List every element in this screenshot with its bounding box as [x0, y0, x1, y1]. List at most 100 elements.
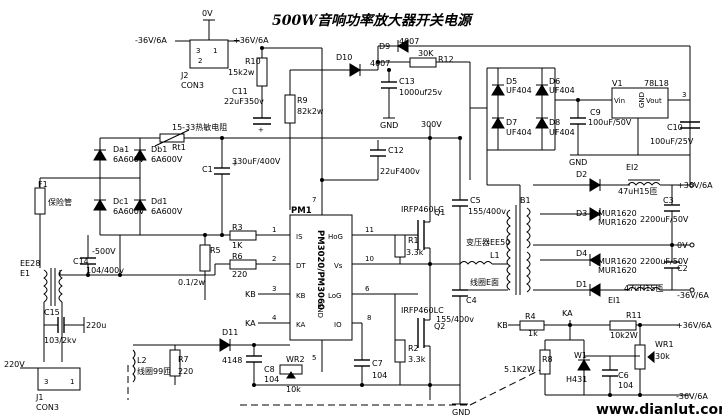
svg-text:22uF400v: 22uF400v — [380, 167, 420, 176]
svg-text:变压器EE50: 变压器EE50 — [466, 237, 510, 247]
capacitor-c15: C15 103/2kv — [44, 308, 84, 345]
svg-text:2: 2 — [198, 57, 202, 65]
capacitor-c3: C3 2200uF/50V — [640, 185, 689, 245]
diode-d9: D9 4007 — [378, 37, 690, 53]
capacitor-c11: + C11 22uF350v — [224, 87, 271, 134]
svg-text:C3: C3 — [663, 196, 674, 205]
svg-text:3: 3 — [44, 378, 48, 386]
svg-text:220: 220 — [178, 367, 193, 376]
svg-text:5.1K2W: 5.1K2W — [504, 365, 535, 374]
inductor-ei1: EI1 47uH15匝 — [608, 284, 663, 305]
svg-text:IRFP460LC: IRFP460LC — [401, 205, 444, 214]
bridge-d5-d8: D5 UF404 D6 UF404 D7 UF404 D8 UF404 — [470, 67, 575, 151]
controller-ic-pm1: PM1 IS DT KB KA HoG Vs LoG IO PM3020/PM3… — [289, 206, 353, 341]
mosfet-q1: IRFP460LC Q1 — [370, 205, 445, 264]
svg-text:C2: C2 — [677, 264, 688, 273]
svg-text:C6: C6 — [618, 371, 629, 380]
svg-text:2200uF/50V: 2200uF/50V — [640, 257, 689, 266]
svg-text:KA: KA — [562, 309, 573, 318]
svg-text:220: 220 — [232, 270, 247, 279]
svg-text:C8: C8 — [264, 365, 275, 374]
svg-text:C13: C13 — [399, 77, 415, 86]
svg-text:330uF/400V: 330uF/400V — [232, 157, 281, 166]
svg-text:1K: 1K — [232, 241, 243, 250]
svg-text:Q1: Q1 — [434, 208, 445, 217]
svg-text:0.1/2w: 0.1/2w — [178, 278, 206, 287]
output-terminals: +36V/6A 0V -36V/6A — [677, 175, 713, 300]
svg-text:6A600V: 6A600V — [113, 155, 145, 164]
svg-text:Dd1: Dd1 — [151, 197, 167, 206]
svg-text:3: 3 — [196, 47, 200, 55]
svg-text:C1: C1 — [202, 165, 213, 174]
svg-text:J2: J2 — [180, 71, 188, 80]
svg-text:MUR1620: MUR1620 — [598, 209, 637, 218]
connector-j2: 0V -36V/6A +36V/6A 3 1 2 J2 CON3 — [135, 9, 269, 90]
diode-d10: D10 4007 — [336, 53, 390, 77]
diode-d2: D2 — [540, 170, 601, 192]
svg-text:线圈E面: 线圈E面 — [470, 277, 499, 287]
svg-text:Dc1: Dc1 — [113, 197, 129, 206]
svg-text:10k: 10k — [286, 385, 301, 394]
svg-text:1: 1 — [70, 378, 74, 386]
svg-text:5: 5 — [312, 354, 316, 362]
svg-text:104/400v: 104/400v — [86, 266, 124, 275]
resistor-r7: R7 220 — [169, 349, 193, 377]
svg-text:C14: C14 — [73, 257, 89, 266]
svg-text:HoG: HoG — [328, 233, 343, 241]
svg-text:+36V/6A: +36V/6A — [677, 181, 713, 190]
svg-text:+36V/6A: +36V/6A — [233, 36, 269, 45]
svg-text:IO: IO — [334, 321, 342, 329]
choke-e1: EE28 E1 — [20, 259, 63, 306]
svg-text:KA: KA — [296, 321, 305, 329]
svg-text:IS: IS — [296, 233, 303, 241]
svg-text:R10: R10 — [245, 57, 261, 66]
capacitor-c12: C12 22uF400v — [370, 140, 420, 180]
svg-text:B1: B1 — [520, 196, 531, 205]
capacitor-c9: C9 100uF/50V GND — [569, 100, 632, 167]
resistor-r1: R1 3.3k — [394, 234, 424, 258]
svg-text:V1: V1 — [612, 79, 623, 88]
svg-text:KB: KB — [296, 292, 306, 300]
svg-text:GND: GND — [569, 158, 587, 167]
svg-text:3: 3 — [272, 285, 276, 293]
svg-text:-36V/6A: -36V/6A — [677, 291, 709, 300]
inductor-ei2: EI2 47uH15匝 — [618, 163, 661, 196]
svg-text:2: 2 — [272, 255, 276, 263]
capacitor-c1: + C1 330uF/400V — [202, 138, 281, 235]
svg-text:PM1: PM1 — [291, 206, 312, 216]
svg-text:+36V/6A: +36V/6A — [676, 321, 712, 330]
regulator-v1: V1 78L18 Vin Vout GND 3 — [611, 79, 690, 155]
svg-text:15k2w: 15k2w — [228, 68, 255, 77]
svg-text:R5: R5 — [210, 246, 221, 255]
resistor-r5: R5 0.1/2w — [178, 235, 221, 300]
svg-text:100uF/50V: 100uF/50V — [588, 118, 632, 127]
svg-text:6: 6 — [365, 285, 370, 293]
capacitor-c5: C5 155/400v — [452, 138, 506, 290]
svg-text:30K: 30K — [418, 49, 434, 58]
svg-text:0V: 0V — [677, 241, 688, 250]
svg-text:155/400v: 155/400v — [468, 207, 506, 216]
svg-text:-500V: -500V — [92, 247, 116, 256]
svg-text:R4: R4 — [525, 312, 536, 321]
svg-text:C4: C4 — [466, 296, 477, 305]
svg-text:-36V/6A: -36V/6A — [676, 392, 708, 401]
svg-text:J1: J1 — [35, 393, 43, 402]
svg-text:WR1: WR1 — [655, 340, 674, 349]
svg-text:WR2: WR2 — [286, 355, 305, 364]
potentiometer-wr1: WR1 30k — [634, 325, 674, 395]
svg-text:300V: 300V — [421, 120, 442, 129]
svg-text:D11: D11 — [222, 328, 238, 337]
svg-text:C9: C9 — [590, 108, 601, 117]
svg-text:D8: D8 — [549, 118, 560, 127]
svg-text:EE28: EE28 — [20, 259, 40, 268]
svg-text:MUR1620: MUR1620 — [598, 266, 637, 275]
svg-text:7: 7 — [312, 196, 316, 204]
svg-text:KA: KA — [245, 319, 256, 328]
svg-text:R6: R6 — [232, 252, 243, 261]
svg-text:C11: C11 — [232, 87, 248, 96]
svg-text:4007: 4007 — [399, 37, 419, 46]
junction-dots — [86, 46, 674, 397]
diode-d3: D3 MUR1620 MUR1620 — [540, 207, 637, 227]
resistor-r4: R4 1k KB — [497, 312, 570, 338]
diagram-title: 500W音响功率放大器开关电源 — [272, 12, 474, 29]
